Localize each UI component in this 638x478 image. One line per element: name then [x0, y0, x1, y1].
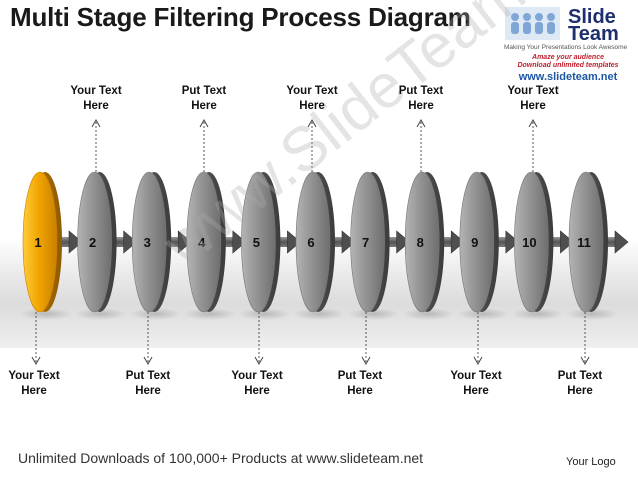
bottom-label-5-line2: Here	[463, 385, 489, 397]
stage-disc-4	[186, 171, 226, 313]
stage-number-1: 1	[34, 235, 41, 250]
brand-name-bottom: Team	[568, 23, 619, 45]
bottom-label-1: Your Text Here	[0, 369, 74, 399]
stage-disc-8	[404, 171, 445, 313]
up-arrow-icon	[91, 118, 101, 128]
stage-disc-3	[131, 171, 172, 313]
stage-disc-6	[295, 171, 335, 313]
bottom-label-2-line2: Here	[135, 385, 161, 397]
bottom-label-4-line2: Here	[347, 385, 373, 397]
top-label-4-line2: Here	[408, 100, 434, 112]
stage-disc-5	[241, 171, 281, 313]
brand-promo-1: Amaze your audience	[532, 54, 604, 61]
bottom-label-2: Put Text Here	[108, 369, 188, 399]
disc-shadow	[402, 308, 455, 320]
disc-shadow	[20, 308, 72, 320]
brand-name-top: Slide	[568, 6, 616, 28]
up-arrow-icon	[199, 118, 209, 128]
bottom-label-2-line1: Put Text	[125, 370, 171, 382]
stage-number-10: 10	[522, 235, 536, 250]
top-label-3-line1: Your Text	[286, 85, 338, 97]
bottom-label-4: Put Text Here	[320, 369, 400, 399]
stage-number-11: 11	[577, 235, 591, 250]
bottom-label-5-line1: Your Text	[450, 370, 502, 382]
stage-number-9: 9	[471, 235, 478, 250]
up-arrow-icon	[307, 118, 317, 128]
disc-shadow	[511, 308, 564, 320]
disc-shadow	[566, 308, 618, 320]
up-arrow-icon	[416, 118, 426, 128]
bottom-label-1-line2: Here	[21, 385, 47, 397]
down-arrow-icon	[31, 356, 41, 366]
stage-number-3: 3	[144, 235, 151, 250]
stage-number-7: 7	[362, 235, 369, 250]
bottom-label-3-line1: Your Text	[231, 370, 283, 382]
footer-text: Unlimited Downloads of 100,000+ Products…	[18, 450, 424, 466]
bottom-label-3: Your Text Here	[217, 369, 297, 399]
bottom-label-4-line1: Put Text	[337, 370, 383, 382]
bottom-label-5: Your Text Here	[436, 369, 516, 399]
disc-shadow	[238, 308, 291, 320]
bottom-label-6-line2: Here	[567, 385, 593, 397]
stage-disc-9	[459, 171, 499, 313]
stage-number-6: 6	[307, 235, 314, 250]
stage-disc-10	[514, 171, 554, 313]
top-label-3: Your Text Here	[272, 84, 352, 114]
top-label-5-line2: Here	[520, 100, 546, 112]
stage-disc-11	[568, 171, 608, 313]
down-arrow-icon	[361, 356, 371, 366]
bottom-label-3-line2: Here	[244, 385, 270, 397]
your-logo-placeholder: Your Logo	[566, 456, 616, 468]
top-label-2-line2: Here	[191, 100, 217, 112]
top-label-5: Your Text Here	[493, 84, 573, 114]
top-label-1-line1: Your Text	[70, 85, 122, 97]
top-label-4-line1: Put Text	[398, 85, 444, 97]
stage-number-5: 5	[253, 235, 260, 250]
disc-shadow	[74, 308, 127, 320]
disc-shadow	[293, 308, 345, 320]
top-label-3-line2: Here	[299, 100, 325, 112]
bottom-label-6-line1: Put Text	[557, 370, 603, 382]
top-label-1-line2: Here	[83, 100, 109, 112]
top-label-2-line1: Put Text	[181, 85, 227, 97]
top-label-2: Put Text Here	[164, 84, 244, 114]
bottom-label-6: Put Text Here	[540, 369, 620, 399]
down-arrow-icon	[473, 356, 483, 366]
top-label-4: Put Text Here	[381, 84, 461, 114]
page-title: Multi Stage Filtering Process Diagram	[10, 2, 471, 32]
disc-shadow	[347, 308, 400, 320]
brand-logo: Slide Team Making Your Presentations Loo…	[500, 2, 636, 84]
up-arrow-icon	[528, 118, 538, 128]
down-arrow-icon	[254, 356, 264, 366]
down-arrow-icon	[143, 356, 153, 366]
down-arrow-icon	[580, 356, 590, 366]
brand-url[interactable]: www.slideteam.net	[518, 71, 618, 83]
people-icon	[505, 7, 560, 40]
disc-shadow	[129, 308, 182, 320]
stage-disc-2	[77, 171, 117, 313]
stage-number-2: 2	[89, 235, 96, 250]
stage-number-4: 4	[198, 235, 206, 250]
disc-shadow	[183, 308, 236, 320]
disc-shadow	[456, 308, 509, 320]
brand-promo-2: Download unlimited templates	[517, 62, 619, 69]
stage-disc-1	[22, 171, 62, 313]
stage-disc-7	[350, 171, 390, 313]
top-label-5-line1: Your Text	[507, 85, 559, 97]
stage-number-8: 8	[417, 235, 424, 250]
bottom-label-1-line1: Your Text	[8, 370, 60, 382]
brand-tagline: Making Your Presentations Look Awesome	[504, 44, 628, 51]
top-label-1: Your Text Here	[56, 84, 136, 114]
